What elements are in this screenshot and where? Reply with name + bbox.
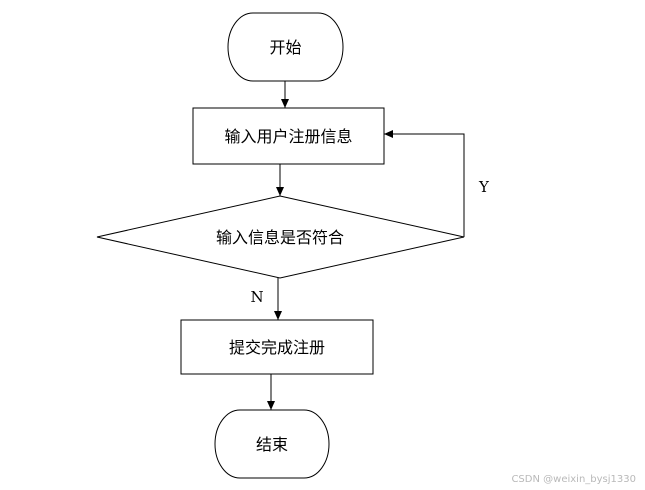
- decision-node-label: 输入信息是否符合: [216, 228, 344, 247]
- end-node: 结束: [214, 409, 330, 479]
- decision-node: 输入信息是否符合: [96, 195, 465, 279]
- edge-yes-label: Y: [478, 178, 490, 196]
- edge-yes-loop: [384, 130, 465, 237]
- start-node: 开始: [227, 12, 344, 82]
- edge-no-label: N: [250, 288, 263, 306]
- watermark: CSDN @weixin_bysj1330: [511, 474, 636, 485]
- end-node-label: 结束: [256, 435, 288, 454]
- input-node-label: 输入用户注册信息: [224, 127, 352, 146]
- submit-node-label: 提交完成注册: [229, 338, 325, 357]
- start-node-label: 开始: [269, 38, 301, 57]
- input-node: 输入用户注册信息: [192, 107, 385, 165]
- submit-node: 提交完成注册: [180, 319, 374, 375]
